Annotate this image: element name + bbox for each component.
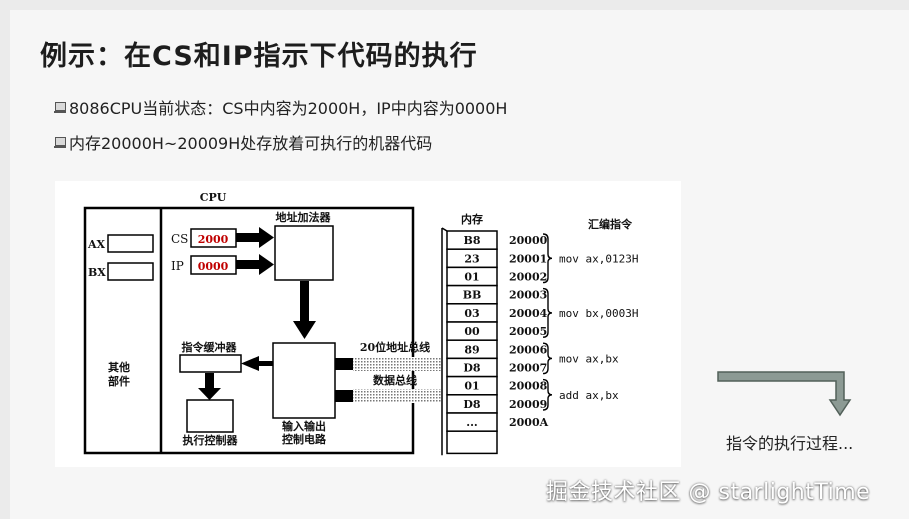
cs-label: CS: [171, 232, 188, 246]
memory-label: 内存: [461, 212, 483, 226]
memory-address: 20000: [509, 234, 548, 247]
instruction-list: mov ax,0123H mov bx,0003H mov ax,bx add ax,…: [542, 233, 638, 411]
memory-byte: 00: [464, 325, 480, 338]
memory-byte: D8: [463, 398, 481, 411]
cs-to-adder-arrowhead: [259, 227, 274, 248]
cpu-frame: [83, 206, 415, 455]
address-adder: [274, 225, 334, 281]
watermark: 掘金技术社区 @ starlightTime: [546, 480, 871, 505]
instruction-brace: [542, 287, 553, 338]
memory-address: 20008: [509, 380, 548, 393]
memory-address: 20001: [509, 252, 547, 265]
memory-address: 20004: [509, 307, 548, 320]
bent-arrow-icon: [717, 371, 852, 417]
data-bus: [353, 389, 441, 403]
asm-label: 汇编指令: [588, 217, 633, 231]
ax-register: [107, 234, 154, 253]
adder-to-io-arrowhead: [293, 321, 316, 339]
memory-address: 20005: [509, 325, 547, 338]
instruction-text: add ax,bx: [559, 389, 619, 402]
exec-label: 执行控制器: [183, 433, 239, 447]
memory-byte: BB: [463, 289, 482, 302]
computer-icon: [54, 136, 66, 148]
buffer-to-exec-arrowhead: [198, 388, 221, 400]
memory-address: 20002: [509, 271, 547, 284]
execution-controller: [186, 399, 234, 433]
caption: 指令的执行过程...: [726, 434, 854, 453]
bx-register: [107, 262, 154, 281]
bullet-memory: 内存20000H~20009H处存放着可执行的机器代码: [54, 130, 432, 154]
memory-byte: D8: [463, 362, 481, 375]
instruction-buffer: [179, 354, 242, 373]
slide-title: 例示：在CS和IP指示下代码的执行: [40, 41, 478, 72]
memory-address: 20007: [509, 362, 547, 375]
instruction-brace: [542, 378, 553, 411]
data-bus-stub: [335, 390, 353, 402]
other-parts-label-1: 其他: [108, 360, 130, 374]
instruction-brace: [542, 342, 553, 375]
memory-address: 20009: [509, 398, 547, 411]
adder-to-io-arrow-shaft: [300, 281, 309, 321]
memory-byte: 89: [464, 343, 479, 356]
ip-value: 0000: [198, 260, 229, 273]
memory-side-edge-top: [441, 227, 448, 232]
memory-byte: 03: [464, 307, 479, 320]
buffer-to-exec-arrow-shaft: [205, 373, 214, 388]
data-bus-label: 数据总线: [373, 373, 417, 387]
bullet-memory-text: 内存20000H~20009H处存放着可执行的机器代码: [69, 134, 433, 153]
cpu-memory-diagram: CPU AX BX 其他 部件 CS 2000 IP 0000 地址加法器 指令…: [55, 181, 681, 467]
ip-to-adder-arrow-shaft: [236, 260, 259, 269]
bullet-cpu-state: 8086CPU当前状态：CS中内容为2000H，IP中内容为0000H: [54, 95, 507, 119]
memory-address: 20003: [509, 289, 547, 302]
diagram-background: [55, 181, 681, 467]
instruction-brace: [542, 233, 553, 284]
other-parts-label-2: 部件: [108, 374, 130, 388]
memory-address: 20006: [509, 343, 548, 356]
cs-value: 2000: [198, 233, 229, 246]
memory-address: 2000A: [509, 416, 549, 429]
ip-to-adder-arrowhead: [259, 254, 274, 275]
ip-label: IP: [171, 259, 184, 273]
cs-to-adder-arrow-shaft: [236, 233, 259, 242]
buffer-label: 指令缓冲器: [182, 340, 238, 354]
instruction-text: mov bx,0003H: [559, 307, 638, 320]
bx-label: BX: [88, 266, 106, 279]
memory-byte: 01: [464, 271, 479, 284]
address-bus: [353, 357, 441, 371]
adder-label: 地址加法器: [276, 210, 332, 224]
memory-cell-empty: [446, 430, 498, 455]
computer-icon: [54, 101, 66, 113]
address-bus-stub: [335, 358, 353, 370]
cpu-label: CPU: [200, 191, 227, 204]
io-label-2: 控制电路: [282, 432, 327, 446]
memory-byte: ...: [466, 416, 478, 429]
instruction-text: mov ax,0123H: [559, 252, 638, 265]
memory-byte: 01: [464, 380, 479, 393]
bullet-cpu-state-text: 8086CPU当前状态：CS中内容为2000H，IP中内容为0000H: [69, 99, 508, 118]
ax-label: AX: [87, 238, 106, 251]
io-to-buffer-arrow: [241, 356, 273, 371]
io-label-1: 输入输出: [282, 419, 326, 433]
address-bus-label: 20位地址总线: [360, 340, 430, 354]
instruction-text: mov ax,bx: [559, 352, 619, 365]
memory-byte: B8: [464, 234, 481, 247]
io-control-circuit: [272, 342, 336, 419]
memory-byte: 23: [464, 252, 479, 265]
